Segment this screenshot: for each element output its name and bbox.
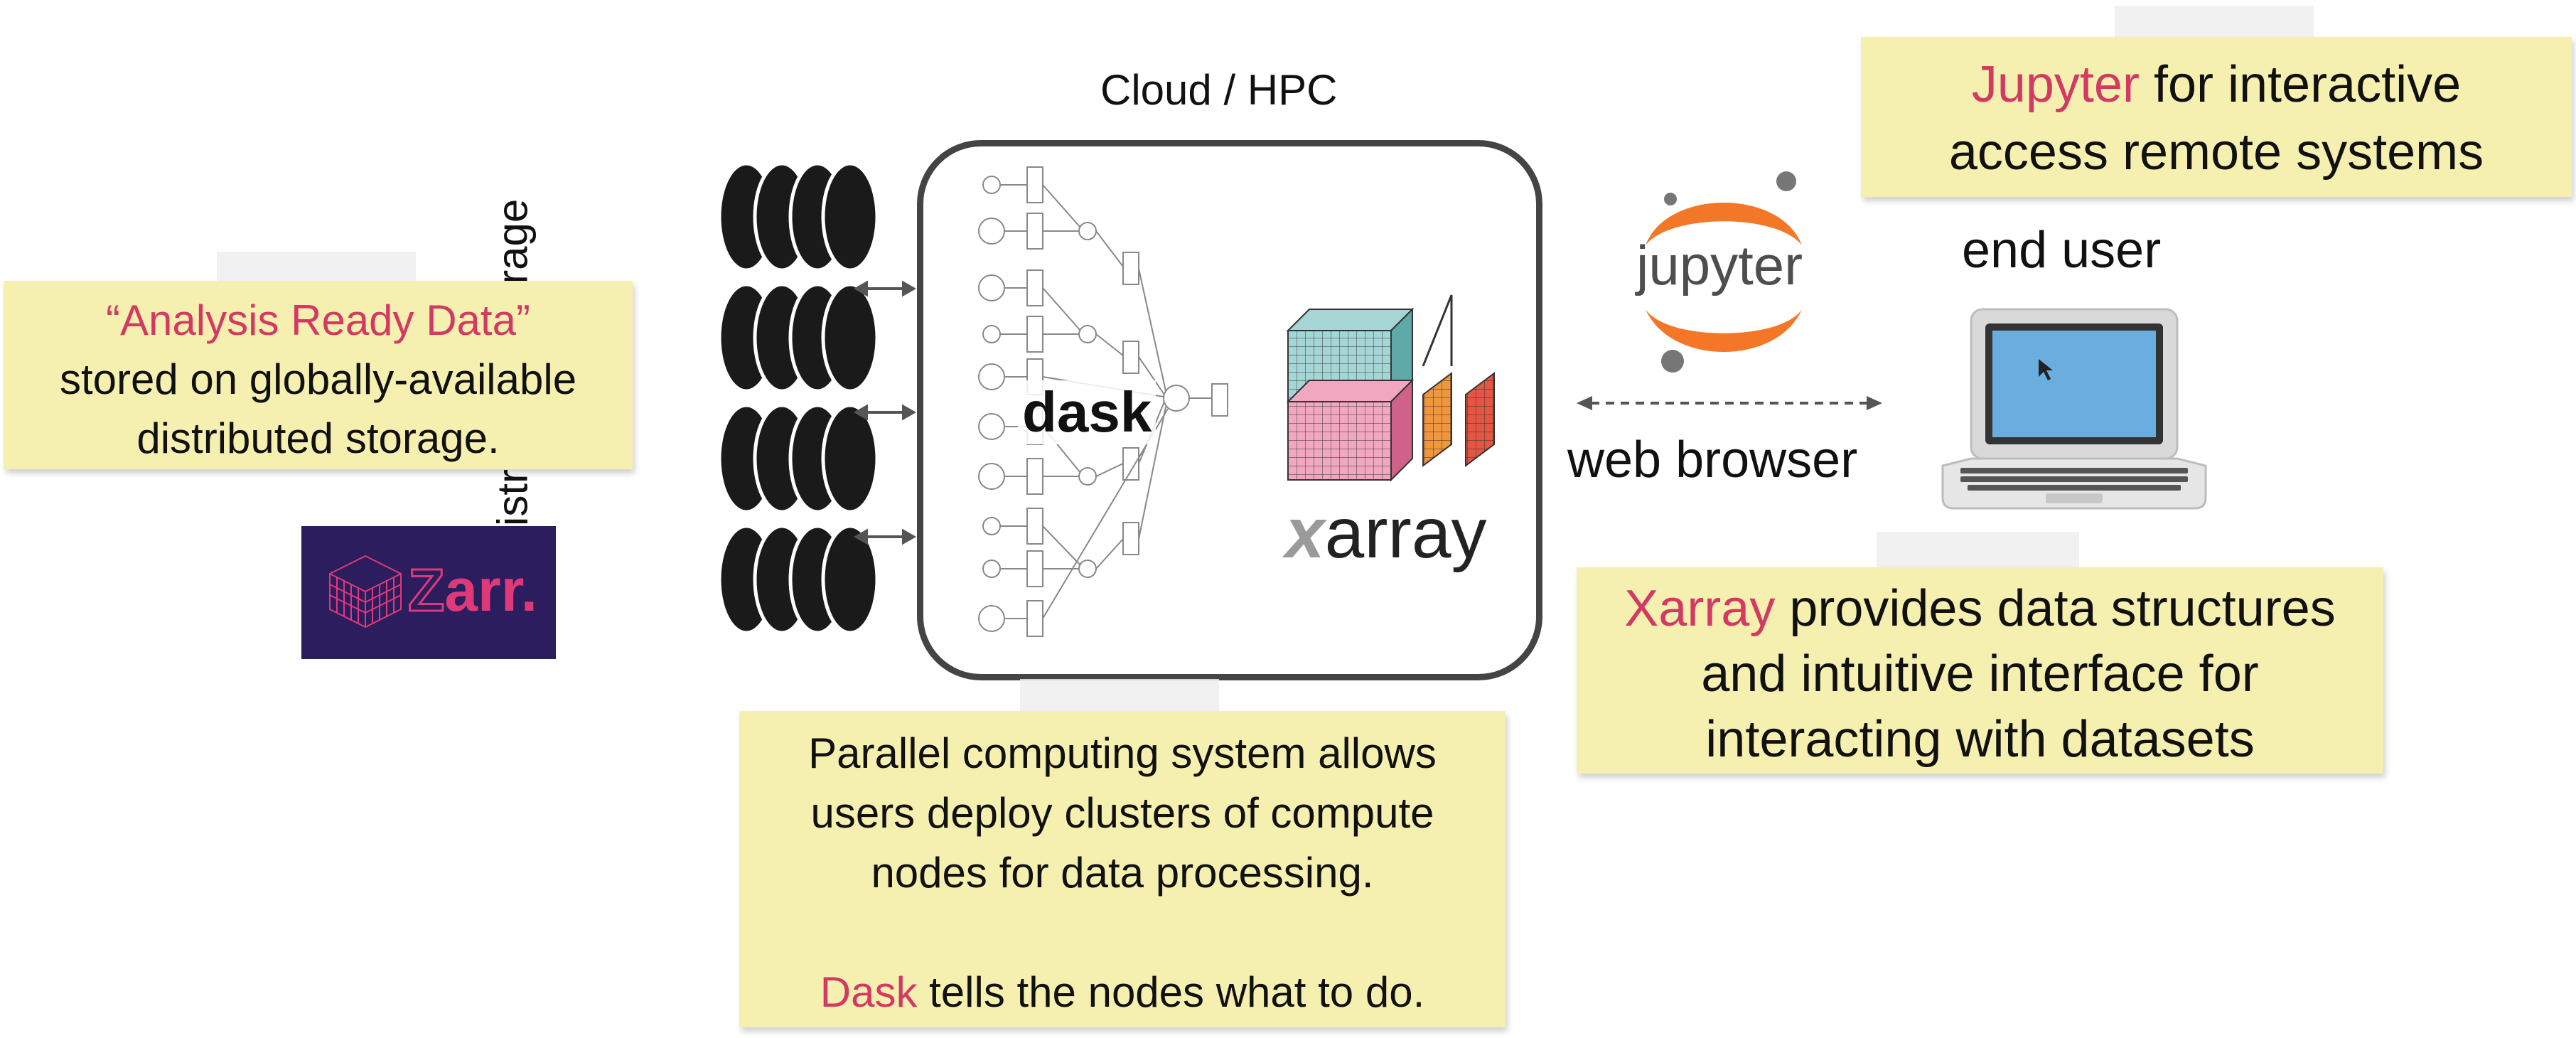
jupyter-note-line1-rest: for interactive: [2139, 56, 2462, 113]
dask-graph-icon: [978, 166, 1228, 637]
dask-note-line4-rest: tells the nodes what to do.: [917, 968, 1425, 1016]
laptop-icon: [1941, 308, 2207, 510]
xarray-note-line1-rest: provides data structures: [1775, 580, 2336, 637]
ard-note: “Analysis Ready Data” stored on globally…: [4, 281, 633, 469]
web-browser-arrow: [1577, 396, 1882, 410]
dask-note-accent: Dask: [820, 968, 918, 1016]
ard-note-line1: “Analysis Ready Data”: [106, 296, 530, 344]
web-browser-label: web browser: [1567, 432, 1858, 488]
cloud-title: Cloud / HPC: [1100, 66, 1338, 114]
zarr-logo-rest: arr.: [444, 557, 538, 624]
dask-note: Parallel computing system allows users d…: [739, 711, 1506, 1027]
xarray-cube-icon: [1286, 294, 1495, 482]
dask-note-line3: nodes for data processing.: [871, 849, 1374, 897]
xarray-logo-rest: array: [1324, 493, 1487, 573]
storage-arrows: [853, 280, 917, 545]
jupyter-note-accent: Jupyter: [1971, 56, 2140, 113]
zarr-logo-icon: Zarr.: [301, 526, 556, 659]
xarray-logo-x: x: [1285, 493, 1325, 573]
xarray-note-line3: interacting with datasets: [1705, 711, 2255, 768]
ard-note-line2: stored on globally-available: [59, 355, 577, 403]
end-user-label: end user: [1962, 222, 2162, 279]
jupyter-note: Jupyter for interactive access remote sy…: [1861, 37, 2572, 197]
xarray-note-line2: and intuitive interface for: [1701, 646, 2259, 702]
ard-note-line3: distributed storage.: [136, 414, 500, 462]
xarray-note: Xarray provides data structures and intu…: [1577, 567, 2383, 774]
jupyter-note-line1: Jupyter for interactive: [1861, 51, 2572, 119]
dask-note-line1: Parallel computing system allows: [808, 729, 1437, 777]
disk-stack-icon: [717, 161, 879, 635]
xarray-note-line1: Xarray provides data structures: [1577, 576, 2383, 641]
jupyter-note-line2: access remote systems: [1948, 124, 2484, 181]
dask-logo: dask: [1018, 380, 1156, 444]
jupyter-logo-text: jupyter: [1636, 234, 1803, 296]
xarray-note-accent: Xarray: [1624, 580, 1776, 637]
dask-note-line4: Dask tells the nodes what to do.: [739, 963, 1506, 1022]
jupyter-logo-icon: [1646, 171, 1802, 373]
zarr-logo-z: Z: [407, 556, 445, 625]
dask-note-line2: users deploy clusters of compute: [810, 789, 1434, 837]
xarray-logo: xarray: [1285, 494, 1486, 572]
